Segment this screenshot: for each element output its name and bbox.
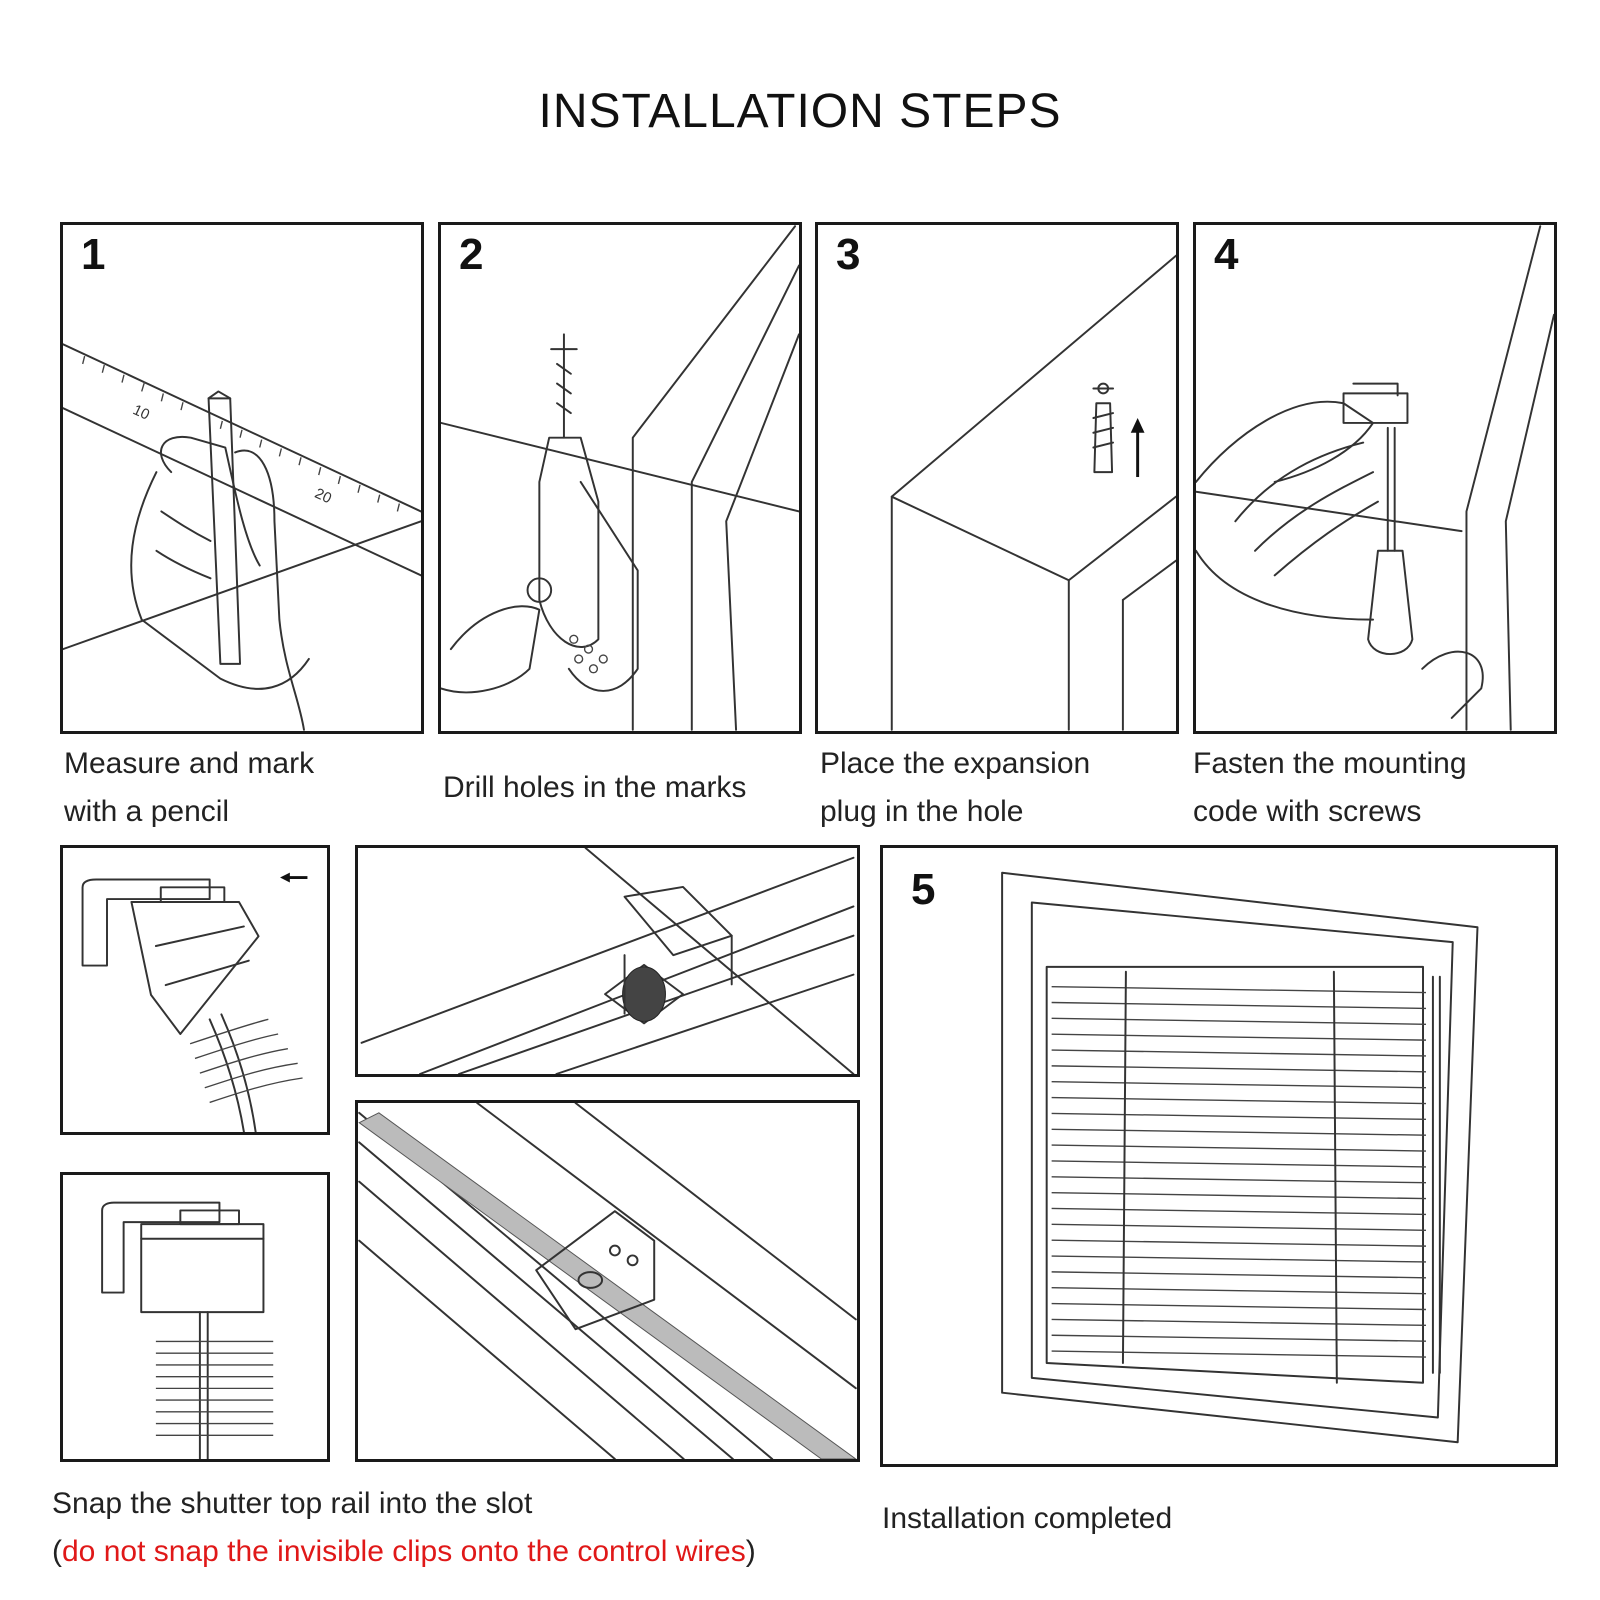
clip-closeup-illustration bbox=[358, 848, 857, 1074]
blind-slat bbox=[1052, 1208, 1426, 1214]
step-4-caption: Fasten the mounting code with screws bbox=[1193, 740, 1467, 836]
drill-illustration bbox=[441, 225, 799, 731]
blind-slat bbox=[1052, 1351, 1426, 1357]
caption-line: Drill holes in the marks bbox=[443, 764, 746, 812]
blind-slat bbox=[1052, 1002, 1426, 1008]
blind-slat bbox=[1052, 1129, 1426, 1135]
blind-slat bbox=[1052, 987, 1426, 993]
step-1-panel: 10 20 1 bbox=[60, 222, 424, 734]
screw-fastening-illustration bbox=[1196, 225, 1554, 731]
blind-slat bbox=[1052, 1288, 1426, 1294]
caption-line: Place the expansion bbox=[820, 740, 1090, 788]
paren-close: ) bbox=[746, 1535, 756, 1568]
snap-detail-tilted-panel bbox=[60, 845, 330, 1135]
blind-slat bbox=[1052, 1256, 1426, 1262]
measure-pencil-illustration: 10 20 bbox=[63, 225, 421, 731]
snap-warning: do not snap the invisible clips onto the… bbox=[62, 1535, 746, 1568]
blind-slat bbox=[1052, 1161, 1426, 1167]
step-number: 3 bbox=[836, 233, 860, 277]
blind-slat bbox=[1052, 1319, 1426, 1325]
blind-slat bbox=[1052, 1050, 1426, 1056]
final-caption: Installation completed bbox=[882, 1495, 1172, 1543]
blind-slat bbox=[1052, 1018, 1426, 1024]
blind-slat bbox=[1052, 1177, 1426, 1183]
blind-slat bbox=[1052, 1272, 1426, 1278]
blind-slat bbox=[1052, 1335, 1426, 1341]
blind-slat bbox=[1052, 1224, 1426, 1230]
rail-snap-tilted-illustration bbox=[63, 848, 327, 1132]
snap-caption-line1: Snap the shutter top rail into the slot bbox=[52, 1480, 756, 1528]
step-3-panel: 3 bbox=[815, 222, 1179, 734]
blind-slat bbox=[1052, 1145, 1426, 1151]
blind-slat bbox=[1052, 1240, 1426, 1246]
caption-line: with a pencil bbox=[64, 788, 314, 836]
step-number: 5 bbox=[911, 868, 935, 912]
step-number: 4 bbox=[1214, 233, 1238, 277]
completed-blind-illustration bbox=[883, 848, 1555, 1464]
step-number: 1 bbox=[81, 233, 105, 277]
caption-line: Fasten the mounting bbox=[1193, 740, 1467, 788]
step-2-caption: Drill holes in the marks bbox=[443, 764, 746, 812]
blind-slat bbox=[1052, 1034, 1426, 1040]
page-title: INSTALLATION STEPS bbox=[0, 84, 1600, 139]
paren-open: ( bbox=[52, 1535, 62, 1568]
rail-snap-straight-illustration bbox=[63, 1175, 327, 1459]
clip-closeup-panel bbox=[355, 845, 860, 1077]
ruler-label-20: 20 bbox=[312, 486, 334, 507]
caption-line: plug in the hole bbox=[820, 788, 1090, 836]
step-4-panel: 4 bbox=[1193, 222, 1557, 734]
blind-slat bbox=[1052, 1113, 1426, 1119]
step-5-panel: 5 bbox=[880, 845, 1558, 1467]
snap-detail-straight-panel bbox=[60, 1172, 330, 1462]
step-2-panel: 2 bbox=[438, 222, 802, 734]
step-number: 2 bbox=[459, 233, 483, 277]
caption-line: code with screws bbox=[1193, 788, 1467, 836]
step-1-caption: Measure and mark with a pencil bbox=[64, 740, 314, 836]
blind-slat bbox=[1052, 1098, 1426, 1104]
snap-caption-line2: (do not snap the invisible clips onto th… bbox=[52, 1528, 756, 1576]
ruler-label-10: 10 bbox=[130, 402, 152, 423]
blind-slat bbox=[1052, 1304, 1426, 1310]
caption-line: Measure and mark bbox=[64, 740, 314, 788]
blind-slat bbox=[1052, 1193, 1426, 1199]
expansion-plug-illustration bbox=[818, 225, 1176, 731]
snap-caption: Snap the shutter top rail into the slot … bbox=[52, 1480, 756, 1576]
rail-clip-panel bbox=[355, 1100, 860, 1462]
step-3-caption: Place the expansion plug in the hole bbox=[820, 740, 1090, 836]
blind-slat bbox=[1052, 1066, 1426, 1072]
blind-slat bbox=[1052, 1082, 1426, 1088]
rail-clip-illustration bbox=[358, 1103, 857, 1459]
